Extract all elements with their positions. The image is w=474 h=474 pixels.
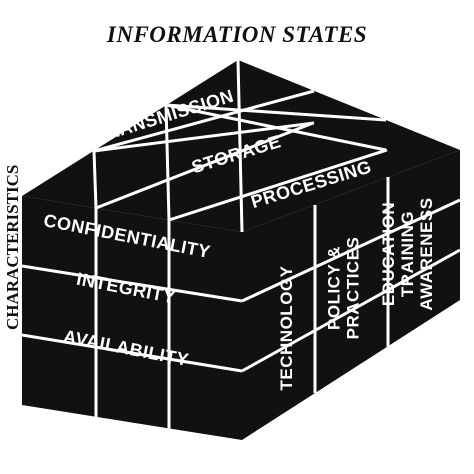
countermeasure-line: EDUCATION (379, 202, 398, 306)
cube-left-face (22, 196, 242, 440)
countermeasure-line: AWARENESS (417, 197, 436, 310)
countermeasure-line: POLICY & (325, 246, 344, 330)
countermeasure-line: PRACTICES (344, 237, 363, 340)
countermeasure-line: TECHNOLOGY (277, 265, 296, 390)
left-face-grid (21, 208, 243, 429)
countermeasure-line: TRAINING (398, 211, 417, 297)
right-face-grid (241, 177, 461, 393)
diagram-title: INFORMATION STATES (106, 22, 368, 47)
countermeasure-label-technology: TECHNOLOGY (277, 265, 296, 390)
countermeasure-label-policy-practices: POLICY &PRACTICES (325, 237, 363, 340)
countermeasure-label-education-training-awareness: EDUCATIONTRAININGAWARENESS (379, 197, 436, 310)
top-face-grid (92, 59, 388, 233)
cube-right-face (242, 150, 460, 440)
